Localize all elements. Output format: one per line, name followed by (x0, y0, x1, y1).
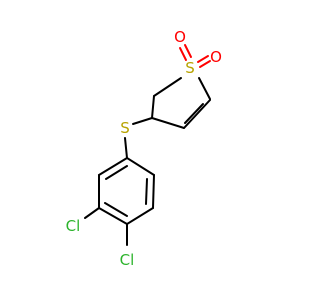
bond-s1-o2-a (197, 55, 209, 63)
bond-s1-o1-b (184, 44, 192, 58)
bond-ar2-ar3-inner (145, 178, 148, 205)
bond-c5-c4-outer (183, 99, 211, 129)
bond-ar4-ar5 (98, 207, 128, 225)
atom-label-cl1: Cl (66, 217, 81, 235)
bond-ar1-ar2 (126, 157, 155, 176)
bond-ar3-ar4 (126, 207, 154, 225)
molecule-diagram: S O O S Cl Cl (66, 28, 222, 269)
bond-s2-c1ar (124, 137, 128, 159)
atom-label-o1: O (174, 28, 186, 46)
bond-c5-c4-inner (184, 103, 204, 124)
bond-c4-c3 (151, 117, 185, 129)
atom-label-o2: O (210, 48, 222, 66)
atom-label-s2: S (120, 119, 130, 137)
bond-s1-o1-a (179, 47, 187, 61)
bond-c2-s1 (153, 77, 182, 97)
bond-ar6-ar1 (98, 157, 128, 176)
bond-c3-c2 (151, 95, 155, 119)
bond-ar5-cl1 (84, 207, 100, 219)
bond-ar2-ar3 (152, 174, 155, 209)
bond-s1-c5 (198, 77, 211, 100)
bond-s1-o2-b (199, 60, 211, 68)
bond-ar4-ar5-inner (104, 202, 128, 217)
structure-svg: S O O S Cl Cl (66, 28, 222, 269)
bond-ar6-ar1-inner (105, 165, 128, 180)
atom-label-cl2: Cl (120, 251, 135, 269)
atom-label-s1: S (185, 59, 195, 77)
bond-c3-s2 (132, 117, 153, 125)
